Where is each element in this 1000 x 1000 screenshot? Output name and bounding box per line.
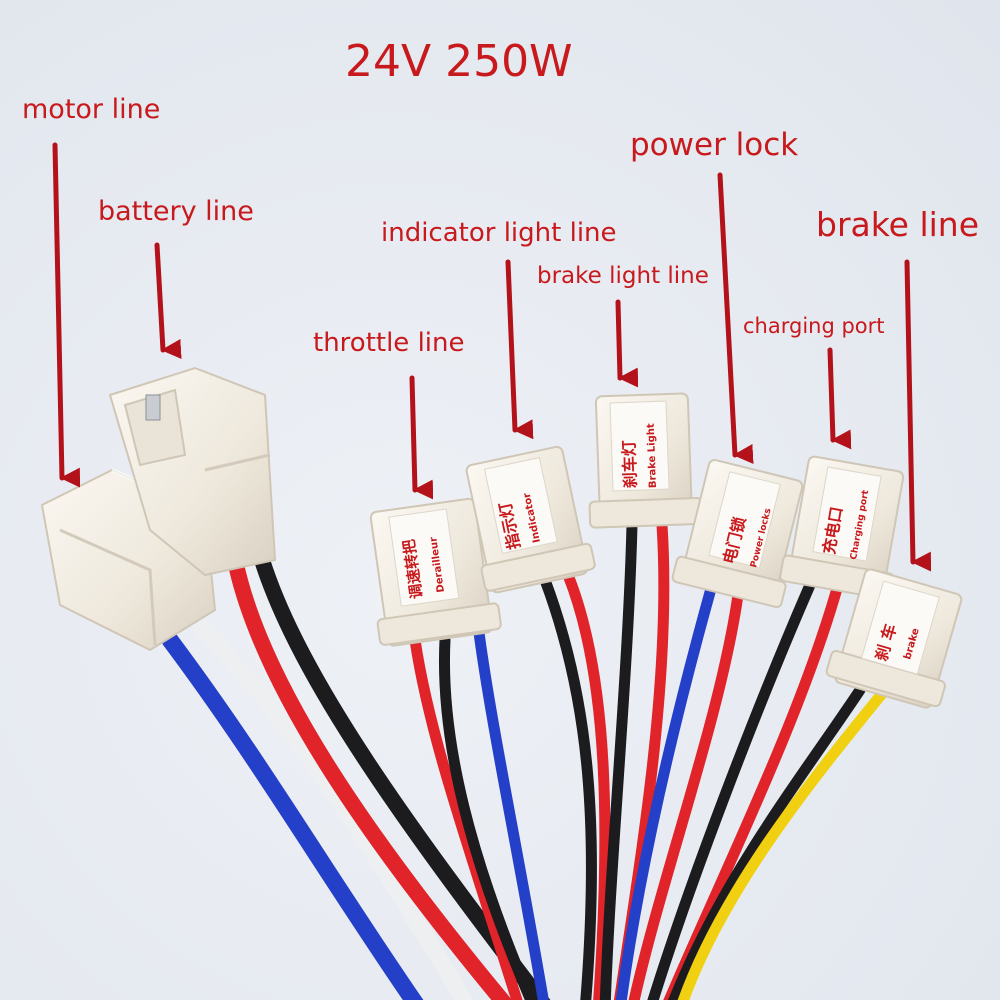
battery-connector <box>108 366 277 577</box>
label-charging-port: charging port <box>743 314 885 338</box>
charging-connector <box>779 455 905 600</box>
arrow-brake-light <box>615 299 639 388</box>
wire-bundle <box>161 519 891 1000</box>
spec-title: 24V 250W <box>345 36 573 87</box>
arrow-battery <box>154 242 182 359</box>
arrow-indicator <box>505 259 534 440</box>
label-indicator-light-line: indicator light line <box>381 218 617 248</box>
indicator-connector <box>465 445 596 594</box>
arrow-throttle <box>409 375 434 500</box>
annotation-arrows <box>52 142 932 572</box>
label-brake-light-line: brake light line <box>537 263 709 289</box>
label-battery-line: battery line <box>98 196 254 227</box>
arrow-motor <box>52 142 81 488</box>
label-motor-line: motor line <box>22 94 161 125</box>
arrow-power-lock <box>717 172 754 465</box>
label-brake-line: brake line <box>816 205 980 244</box>
arrow-charging <box>827 347 852 450</box>
brake-light-connector <box>588 392 704 529</box>
tag-brake-light-cn: 刹车灯 <box>619 440 640 489</box>
tag-brake-light-en: Brake Light <box>646 423 659 488</box>
brake-connector <box>825 568 963 709</box>
label-power-lock: power lock <box>630 127 799 163</box>
power-lock-connector <box>671 458 804 609</box>
arrow-brake <box>904 259 932 572</box>
throttle-connector <box>369 497 502 647</box>
label-throttle-line: throttle line <box>313 328 465 358</box>
